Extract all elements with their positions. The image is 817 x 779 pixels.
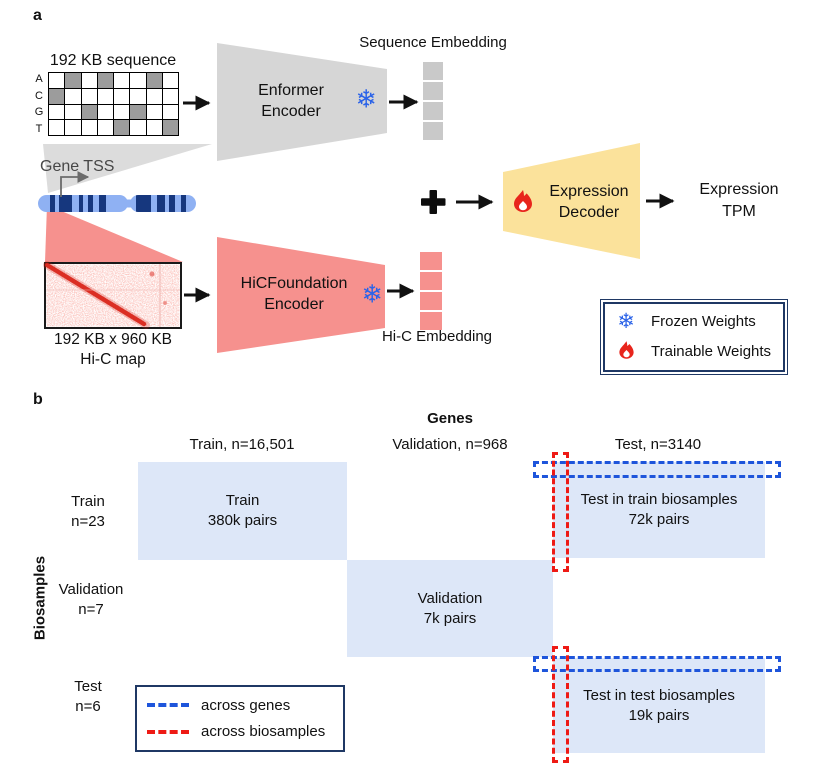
legend-label: Frozen Weights: [651, 312, 756, 330]
biosample-row-label-validation: Validation n=7: [58, 581, 124, 618]
hic-map-caption-line2: Hi-C map: [80, 351, 146, 368]
hic-embedding-box: [420, 312, 442, 330]
one-hot-cell: [162, 73, 178, 88]
biosample-row-label-test: Test n=6: [74, 678, 102, 715]
one-hot-cell: [162, 104, 178, 120]
weights-legend: ❄ Frozen Weights Trainable Weights: [600, 299, 788, 375]
one-hot-cell: [97, 73, 113, 88]
hic-map-caption: 192 KB x 960 KB Hi-C map: [33, 330, 193, 370]
fire-icon: [514, 190, 532, 212]
across-genes-box-top: [533, 461, 781, 478]
one-hot-row-label: T: [35, 122, 43, 135]
across-biosamples-box-top: [552, 452, 569, 572]
sequence-embedding-box: [423, 102, 443, 120]
one-hot-row-label: C: [35, 89, 43, 102]
legend-label: across biosamples: [201, 723, 326, 741]
cell-validation: Validation 7k pairs: [347, 560, 553, 657]
one-hot-cell: [81, 104, 97, 120]
legend-label: Trainable Weights: [651, 343, 772, 361]
one-hot-cell: [97, 88, 113, 104]
sequence-embedding-column: [423, 62, 443, 140]
one-hot-cell: [130, 104, 146, 120]
one-hot-row-label: G: [34, 106, 44, 119]
one-hot-cell: [65, 73, 81, 88]
one-hot-cell: [97, 120, 113, 135]
one-hot-cell: [49, 104, 65, 120]
panel-b-label: b: [33, 391, 43, 408]
one-hot-cell: [146, 104, 162, 120]
blue-dashed-sample: [147, 703, 189, 708]
one-hot-cell: [81, 88, 97, 104]
legend-label: across genes: [201, 696, 291, 714]
red-dashed-sample: [147, 729, 189, 734]
hic-map-image: [43, 261, 182, 329]
chromosome-ideogram: [38, 195, 196, 212]
one-hot-cell: [114, 73, 130, 88]
sequence-embedding-box: [423, 122, 443, 140]
snowflake-icon: ❄: [355, 84, 377, 114]
tss-arrow: [60, 171, 90, 197]
one-hot-cell: [49, 120, 65, 135]
snowflake-icon: ❄: [617, 309, 635, 334]
legend-row-across-genes: across genes: [147, 697, 333, 714]
split-legend: across genes across biosamples: [135, 685, 345, 752]
one-hot-cell: [49, 88, 65, 104]
snowflake-icon: ❄: [361, 279, 383, 309]
one-hot-cell: [130, 73, 146, 88]
hic-zoom-triangle: [45, 205, 183, 262]
plus-icon: [421, 190, 446, 214]
hic-embedding-column: [420, 252, 442, 330]
enformer-encoder-label: Enformer Encoder: [258, 82, 324, 120]
cell-test-in-train-biosamples: Test in train biosamples 72k pairs: [553, 462, 765, 558]
expression-decoder-label: Expression Decoder: [549, 183, 629, 221]
one-hot-grid: [48, 72, 179, 136]
one-hot-cell: [114, 88, 130, 104]
biosamples-axis-label: Biosamples: [31, 555, 49, 641]
one-hot-cell: [49, 73, 65, 88]
hic-map-caption-line1: 192 KB x 960 KB: [53, 331, 173, 348]
one-hot-cell: [81, 73, 97, 88]
one-hot-cell: [65, 120, 81, 135]
panel-a-label: a: [33, 7, 42, 24]
one-hot-cell: [130, 120, 146, 135]
legend-row-frozen: ❄ Frozen Weights: [613, 309, 775, 333]
output-label: Expression TPM: [699, 181, 779, 220]
one-hot-cell: [114, 120, 130, 135]
one-hot-cell: [130, 88, 146, 104]
one-hot-cell: [162, 120, 178, 135]
sequence-embedding-box: [423, 82, 443, 100]
one-hot-cell: [146, 88, 162, 104]
legend-row-trainable: Trainable Weights: [613, 339, 775, 365]
hicfoundation-encoder-label: HiCFoundation Encoder: [240, 275, 348, 313]
one-hot-cell: [114, 104, 130, 120]
across-genes-box-bottom: [533, 656, 781, 672]
biosample-row-label-train: Train n=23: [71, 493, 105, 530]
cell-test-in-test-biosamples: Test in test biosamples 19k pairs: [553, 658, 765, 753]
legend-row-across-biosamples: across biosamples: [147, 723, 333, 740]
one-hot-cell: [97, 104, 113, 120]
one-hot-cell: [146, 120, 162, 135]
one-hot-cell: [162, 88, 178, 104]
one-hot-cell: [146, 73, 162, 88]
one-hot-cell: [65, 104, 81, 120]
one-hot-row-label: A: [35, 73, 43, 86]
cell-train: Train 380k pairs: [138, 462, 347, 560]
gene-tss-label: Gene TSS: [40, 158, 115, 175]
hic-embedding-box: [420, 252, 442, 270]
fire-icon: [613, 339, 639, 365]
one-hot-cell: [81, 120, 97, 135]
hic-embedding-box: [420, 272, 442, 290]
one-hot-cell: [65, 88, 81, 104]
hic-embedding-box: [420, 292, 442, 310]
across-biosamples-box-bottom: [552, 646, 569, 763]
sequence-embedding-box: [423, 62, 443, 80]
